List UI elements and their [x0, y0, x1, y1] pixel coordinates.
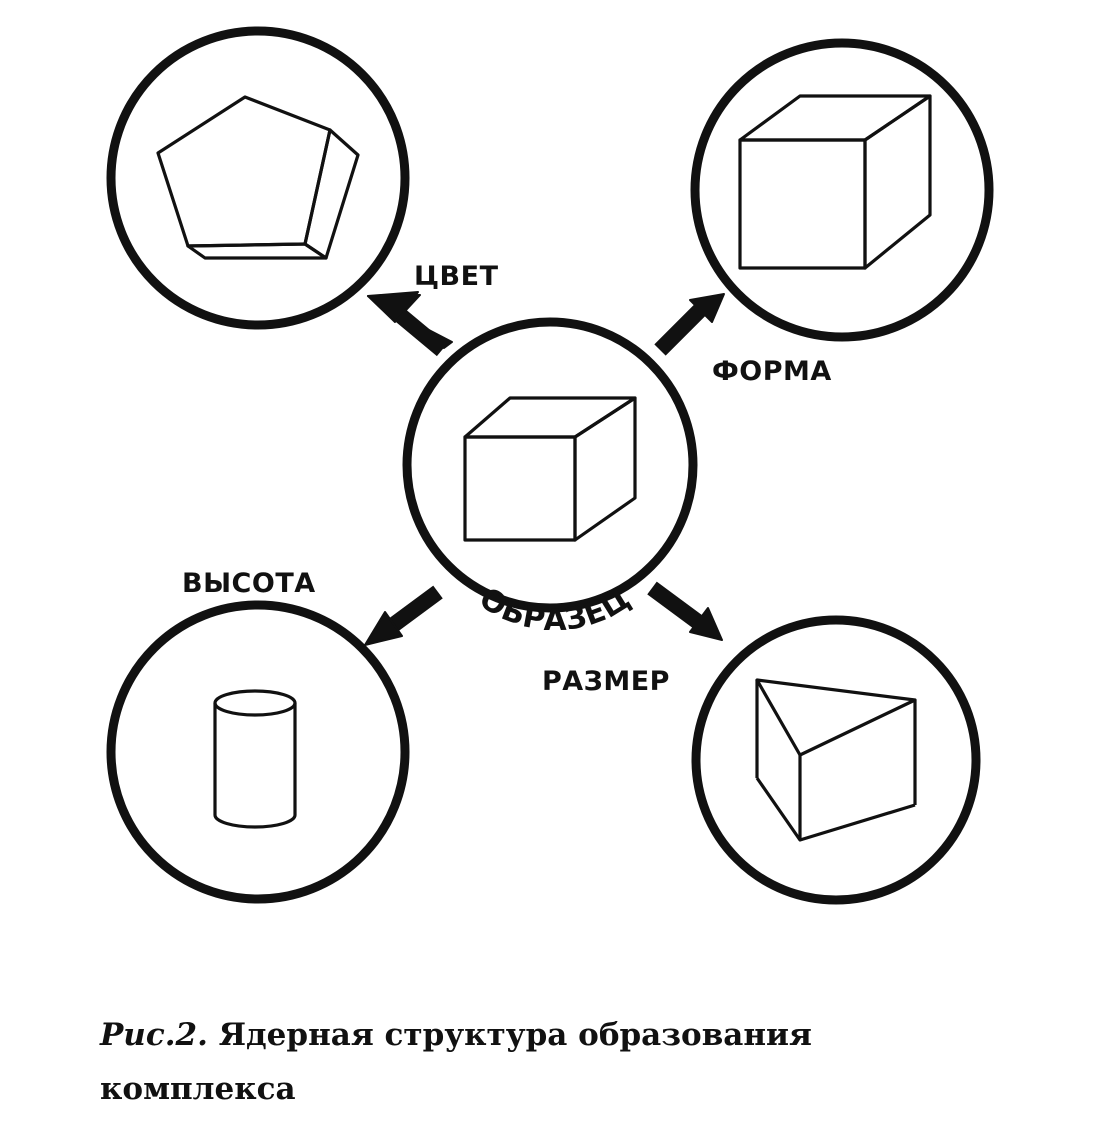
size-node	[691, 615, 981, 905]
arrow-to-height	[364, 585, 443, 646]
arrow-to-color	[367, 291, 453, 357]
sample-cube-icon	[463, 396, 637, 542]
arrow-to-size	[647, 581, 723, 641]
pentagon-prism-icon	[156, 95, 360, 260]
figure-caption: Рис.2. Ядерная структура образования ком…	[100, 1008, 1060, 1116]
cylinder-icon	[213, 689, 297, 829]
triangular-prism-icon	[755, 678, 917, 842]
center-label: ОБРАЗЕЦ	[473, 581, 637, 638]
height-node	[106, 600, 410, 904]
caption-text-line2: комплекса	[100, 1071, 296, 1107]
cube-icon	[738, 94, 932, 270]
nuclear-structure-diagram: ОБРАЗЕЦ	[106, 26, 994, 905]
arrow-to-shape	[654, 293, 725, 356]
shape-label: ФОРМА	[712, 356, 832, 387]
color-node	[106, 26, 410, 330]
color-label: ЦВЕТ	[414, 261, 499, 292]
shape-node	[690, 38, 994, 342]
height-label: ВЫСОТА	[182, 568, 316, 599]
figure-number: Рис.2.	[100, 1017, 208, 1053]
caption-text: Ядерная структура образования	[218, 1017, 812, 1053]
size-label: РАЗМЕР	[542, 666, 670, 697]
